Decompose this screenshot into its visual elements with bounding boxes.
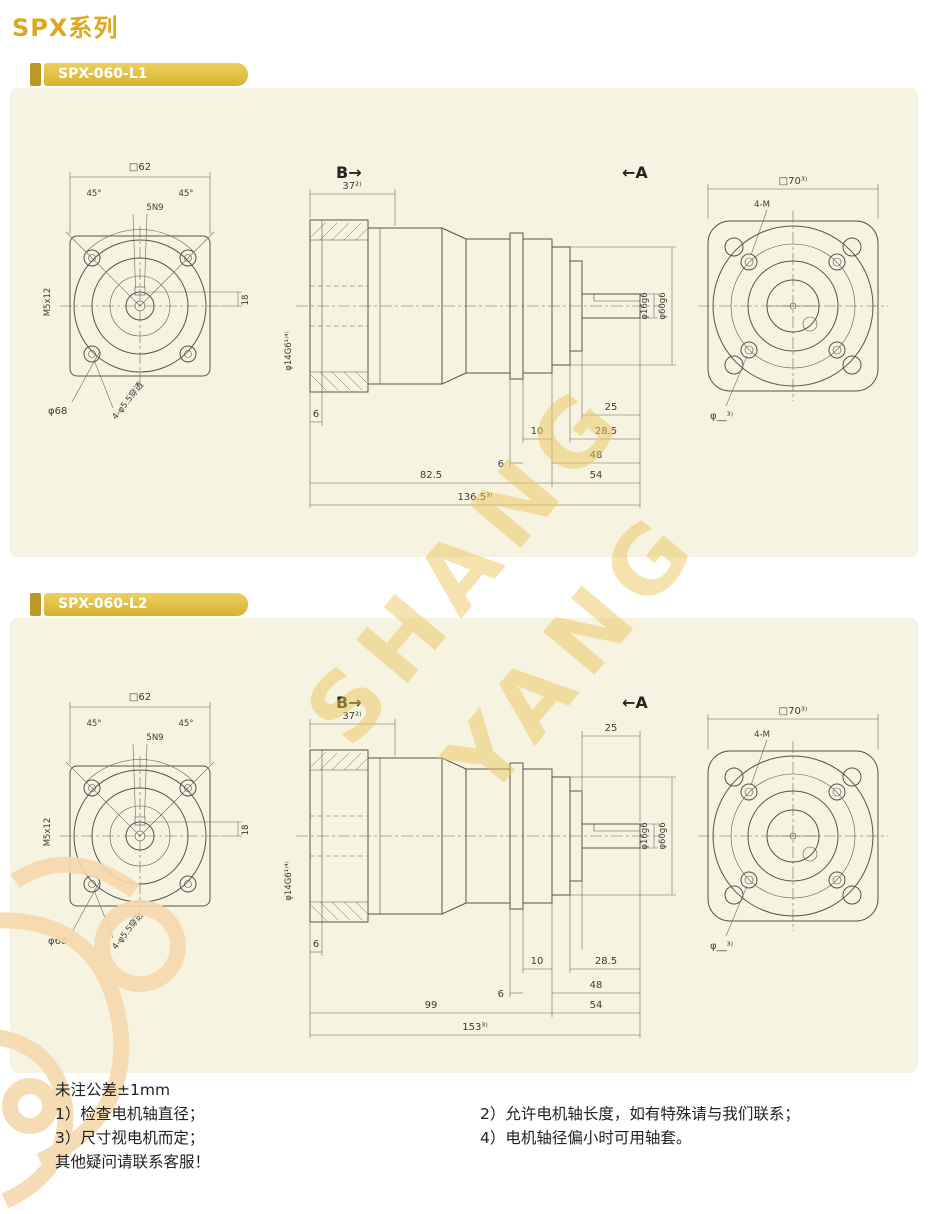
technical-drawing: □62 45° 45° 5N9 M5x12 φ68 4-φ5.5穿透 18 B→… bbox=[43, 162, 888, 508]
dim-54: 54 bbox=[590, 1000, 603, 1011]
front-angle-right: 45° bbox=[178, 189, 193, 199]
dim-10: 10 bbox=[531, 956, 544, 967]
dim-shaft-length-bottom: 25 bbox=[582, 402, 640, 416]
dim-body-length: 82.5 bbox=[420, 470, 442, 481]
keyway-slot bbox=[134, 816, 146, 826]
rear-square-dim: □70³⁾ bbox=[779, 706, 808, 717]
rear-square-dim: □70³⁾ bbox=[779, 176, 808, 187]
front-through-holes: 4-φ5.5穿透 bbox=[110, 380, 146, 422]
note-4: 4）电机轴径偏小时可用轴套。 bbox=[480, 1129, 692, 1147]
dim-54: 54 bbox=[590, 470, 603, 481]
svg-text:25: 25 bbox=[605, 402, 618, 413]
front-mount-thread: M5x12 bbox=[43, 818, 53, 847]
flange-dia-label: φ60g6 bbox=[658, 292, 668, 319]
side-view: B→ ←A 37²⁾ bbox=[284, 163, 676, 508]
note-3: 3）尺寸视电机而定； bbox=[55, 1129, 205, 1147]
dim-28-5: 28.5 bbox=[595, 956, 617, 967]
view-label-a: ←A bbox=[622, 163, 648, 182]
keyway-slot bbox=[134, 286, 146, 296]
front-view: □62 45° 45° 5N9 M5x12 φ68 4-φ5.5穿透 18 bbox=[43, 162, 251, 422]
rear-view: □70³⁾ 4-M φ__³⁾ bbox=[698, 176, 888, 422]
section-header-l2: SPX-060-L2 bbox=[30, 593, 248, 616]
dim-top: 37²⁾ bbox=[342, 711, 361, 722]
front-angle-right: 45° bbox=[178, 719, 193, 729]
front-keyway-height: 18 bbox=[241, 295, 251, 306]
note-contact: 其他疑问请联系客服！ bbox=[55, 1153, 211, 1171]
section-header-l1: SPX-060-L1 bbox=[30, 63, 248, 86]
rear-pilot-dia: φ__³⁾ bbox=[710, 411, 733, 422]
dim-total-length: 153³⁾ bbox=[462, 1022, 488, 1033]
technical-drawing: □62 45° 45° 5N9 M5x12 φ68 4-φ5.5穿透 18 B→… bbox=[43, 692, 888, 1038]
dim-flange-lip: 6 bbox=[313, 939, 319, 950]
front-through-holes: 4-φ5.5穿透 bbox=[110, 910, 146, 952]
dim-top: 37²⁾ bbox=[342, 181, 361, 192]
section-badge-l2: SPX-060-L2 bbox=[44, 593, 248, 616]
shaft-dia-label: φ16g6 bbox=[640, 292, 650, 319]
dim-48: 48 bbox=[590, 450, 603, 461]
front-keyway-height: 18 bbox=[241, 825, 251, 836]
side-view: B→ ←A 37²⁾ bbox=[284, 693, 676, 1038]
front-square-dim: □62 bbox=[129, 692, 151, 703]
front-keyway-tolerance: 5N9 bbox=[146, 203, 163, 213]
notes-right: 2）允许电机轴长度，如有特殊请与我们联系； 4）电机轴径偏小时可用轴套。 bbox=[480, 1102, 800, 1150]
dim-flange-lip: 6 bbox=[313, 409, 319, 420]
dim-body-length: 99 bbox=[425, 1000, 438, 1011]
dim-10: 10 bbox=[531, 426, 544, 437]
rear-pilot-dia: φ__³⁾ bbox=[710, 941, 733, 952]
front-bolt-circle-dia: φ68 bbox=[48, 936, 67, 947]
front-view: □62 45° 45° 5N9 M5x12 φ68 4-φ5.5穿透 18 bbox=[43, 692, 251, 952]
note-tolerance: 未注公差±1mm bbox=[55, 1081, 171, 1099]
dim-6-mid: 6 bbox=[498, 989, 504, 1000]
input-bore-dia: φ14G6¹⁾⁴⁾ bbox=[284, 861, 294, 900]
view-label-a: ←A bbox=[622, 693, 648, 712]
front-angle-left: 45° bbox=[86, 719, 101, 729]
rear-view: □70³⁾ 4-M φ__³⁾ bbox=[698, 706, 888, 952]
drawing-panel-l1: □62 45° 45° 5N9 M5x12 φ68 4-φ5.5穿透 18 B→… bbox=[10, 88, 918, 557]
rear-mount-holes: 4-M bbox=[754, 200, 770, 210]
page-title: SPX系列 bbox=[12, 14, 119, 42]
output-shaft bbox=[581, 293, 641, 319]
dim-28-5: 28.5 bbox=[595, 426, 617, 437]
view-label-b: B→ bbox=[336, 163, 362, 182]
svg-text:25: 25 bbox=[605, 723, 618, 734]
dim-total-length: 136.5³⁾ bbox=[457, 492, 492, 503]
front-keyway-tolerance: 5N9 bbox=[146, 733, 163, 743]
dim-6-mid: 6 bbox=[498, 459, 504, 470]
drawing-panel-l2: □62 45° 45° 5N9 M5x12 φ68 4-φ5.5穿透 18 B→… bbox=[10, 618, 918, 1073]
badge-accent bbox=[30, 63, 41, 86]
notes-left: 未注公差±1mm 1）检查电机轴直径； 3）尺寸视电机而定； 其他疑问请联系客服… bbox=[55, 1078, 210, 1174]
front-mount-thread: M5x12 bbox=[43, 288, 53, 317]
front-square-dim: □62 bbox=[129, 162, 151, 173]
rear-mount-holes: 4-M bbox=[754, 730, 770, 740]
view-label-b: B→ bbox=[336, 693, 362, 712]
badge-accent bbox=[30, 593, 41, 616]
front-bolt-circle-dia: φ68 bbox=[48, 406, 67, 417]
input-bore-dia: φ14G6¹⁾⁴⁾ bbox=[284, 331, 294, 370]
front-angle-left: 45° bbox=[86, 189, 101, 199]
dim-shaft-length-top: 25 bbox=[581, 723, 641, 822]
note-2: 2）允许电机轴长度，如有特殊请与我们联系； bbox=[480, 1105, 800, 1123]
output-shaft bbox=[581, 823, 641, 849]
note-1: 1）检查电机轴直径； bbox=[55, 1105, 205, 1123]
shaft-dia-label: φ16g6 bbox=[640, 822, 650, 849]
section-badge-l1: SPX-060-L1 bbox=[44, 63, 248, 86]
flange-dia-label: φ60g6 bbox=[658, 822, 668, 849]
dim-48: 48 bbox=[590, 980, 603, 991]
